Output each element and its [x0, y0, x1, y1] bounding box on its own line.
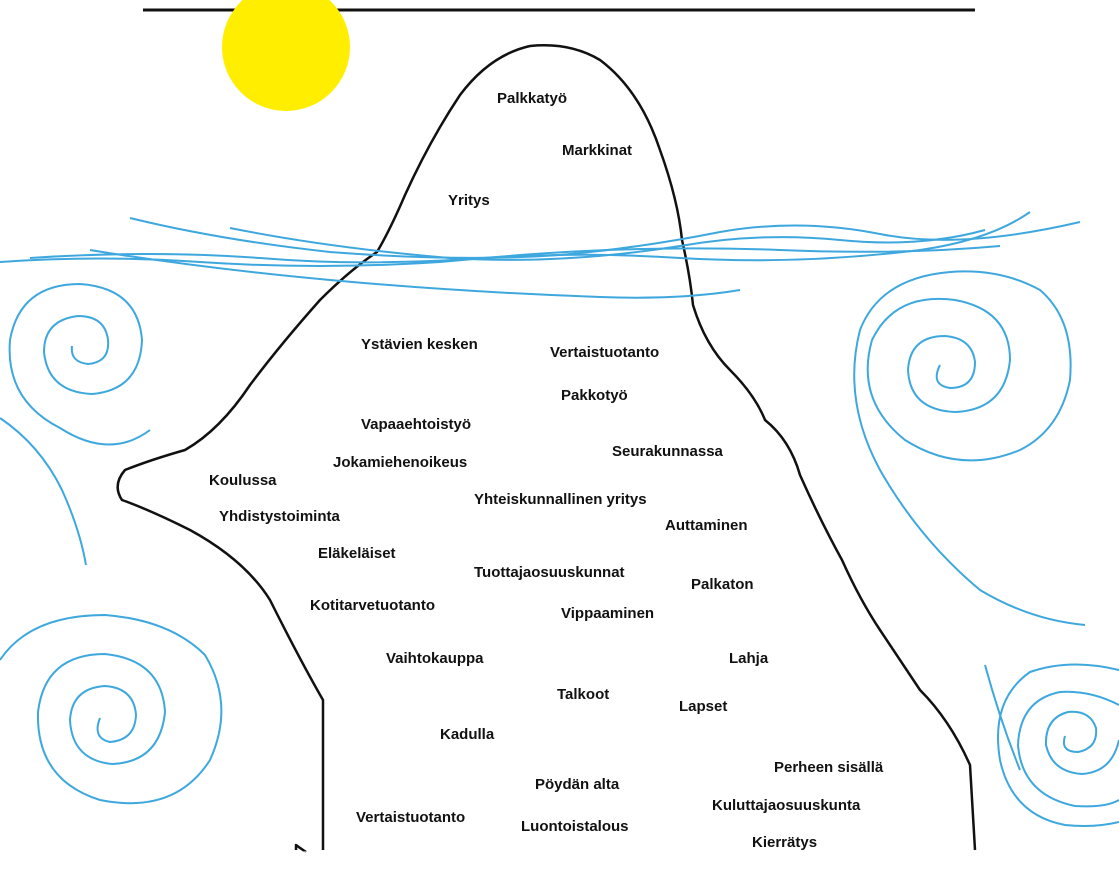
label-auttaminen: Auttaminen — [665, 517, 748, 534]
label-perheen-sisalla: Perheen sisällä — [774, 759, 884, 776]
label-vapaaehtoistyo: Vapaaehtoistyö — [361, 416, 472, 433]
iceberg-outline — [116, 44, 977, 854]
swirl-bottom-left — [0, 613, 223, 805]
label-luontoistalous: Luontoistalous — [521, 818, 629, 835]
label-vippaaminen: Vippaaminen — [561, 605, 655, 622]
label-yhteiskunnallinen-yritys: Yhteiskunnallinen yritys — [474, 491, 647, 508]
label-vertaistuotanto-top: Vertaistuotanto — [550, 344, 660, 361]
label-vaihtokauppa: Vaihtokauppa — [386, 650, 484, 667]
label-tuottajaosuuskunnat: Tuottajaosuuskunnat — [474, 564, 625, 581]
label-talkoot: Talkoot — [557, 686, 610, 703]
label-jokamiehenoikeus: Jokamiehenoikeus — [333, 454, 468, 471]
label-palkaton: Palkaton — [691, 576, 754, 593]
label-yhdistystoiminta: Yhdistystoiminta — [219, 508, 340, 525]
wave-line — [29, 245, 1001, 264]
label-kierratys: Kierrätys — [752, 834, 818, 851]
label-seurakunnassa: Seurakunnassa — [612, 443, 723, 460]
label-lapset: Lapset — [679, 698, 728, 715]
label-poydan-alta: Pöydän alta — [535, 776, 620, 793]
label-markkinat: Markkinat — [562, 142, 633, 159]
wave-line — [129, 217, 1081, 259]
water-swirls — [0, 270, 1119, 827]
wave-line — [89, 249, 741, 299]
swirl-top-left-tail — [0, 417, 87, 566]
wave-line — [229, 227, 986, 261]
label-palkkatyo: Palkkatyö — [497, 90, 568, 107]
swirl-top-right — [853, 270, 1086, 626]
label-koulussa: Koulussa — [209, 472, 277, 489]
label-vertaistuotanto-bottom: Vertaistuotanto — [356, 809, 466, 826]
swirl-top-left — [8, 282, 151, 446]
label-yritys: Yritys — [448, 192, 490, 209]
label-lahja: Lahja — [729, 650, 769, 667]
label-kuluttajaosuuskunta: Kuluttajaosuuskunta — [712, 797, 861, 814]
label-pakkotyo: Pakkotyö — [561, 387, 628, 404]
swirl-bottom-right — [984, 663, 1119, 827]
label-ystavien-kesken: Ystävien kesken — [361, 336, 478, 353]
sun — [222, 0, 350, 111]
water-waves — [0, 211, 1081, 299]
label-kotitarvetuotanto: Kotitarvetuotanto — [310, 597, 435, 614]
label-kadulla: Kadulla — [440, 726, 495, 743]
label-elakelaiset: Eläkeläiset — [318, 545, 396, 562]
